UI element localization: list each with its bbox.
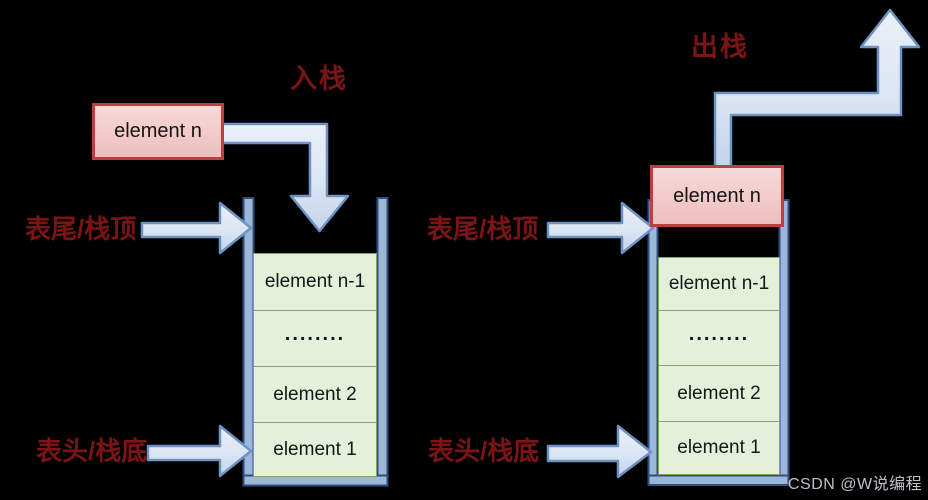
left-stack-left-wall (242, 197, 255, 486)
ellipsis-cell-text: ........ (284, 323, 346, 345)
left-stack-cell: element n-1 (253, 253, 377, 311)
right-stack-right-wall (778, 199, 790, 486)
left-stack-cell: element 1 (253, 422, 377, 477)
push-operation-label: 入栈 (290, 64, 348, 94)
left-top-pointer-arrow (140, 201, 253, 255)
right-stack-cell: ........ (658, 310, 780, 366)
right-stack-cell: element n-1 (658, 257, 780, 311)
left-stack-top-pointer-label: 表尾/栈顶 (25, 214, 137, 244)
right-top-pointer-arrow (546, 201, 655, 255)
right-stack-left-wall (647, 199, 659, 486)
push-elbow-arrow (220, 122, 350, 233)
left-stack-bottom-wall (242, 474, 389, 487)
pop-operation-label: 出栈 (691, 32, 749, 62)
right-stack-cell: element 1 (658, 421, 780, 475)
left-stack-right-wall (376, 197, 389, 486)
left-stack-cell: element 2 (253, 366, 377, 423)
right-stack-top-pointer-label: 表尾/栈顶 (427, 214, 539, 244)
right-bottom-pointer-arrow (546, 424, 653, 479)
csdn-watermark: CSDN @W说编程 (788, 476, 923, 493)
left-bottom-pointer-arrow (146, 424, 253, 478)
push-element-box: element n (92, 103, 224, 160)
left-stack-cell: ........ (253, 310, 377, 367)
pop-elbow-arrow (713, 8, 921, 169)
pop-element-box: element n (650, 165, 784, 227)
ellipsis-cell-text: ........ (688, 322, 750, 345)
left-stack-bottom-pointer-label: 表头/栈底 (36, 436, 148, 466)
right-stack-bottom-pointer-label: 表头/栈底 (428, 436, 540, 466)
right-stack-cell: element 2 (658, 365, 780, 422)
right-stack-bottom-wall (647, 474, 790, 486)
